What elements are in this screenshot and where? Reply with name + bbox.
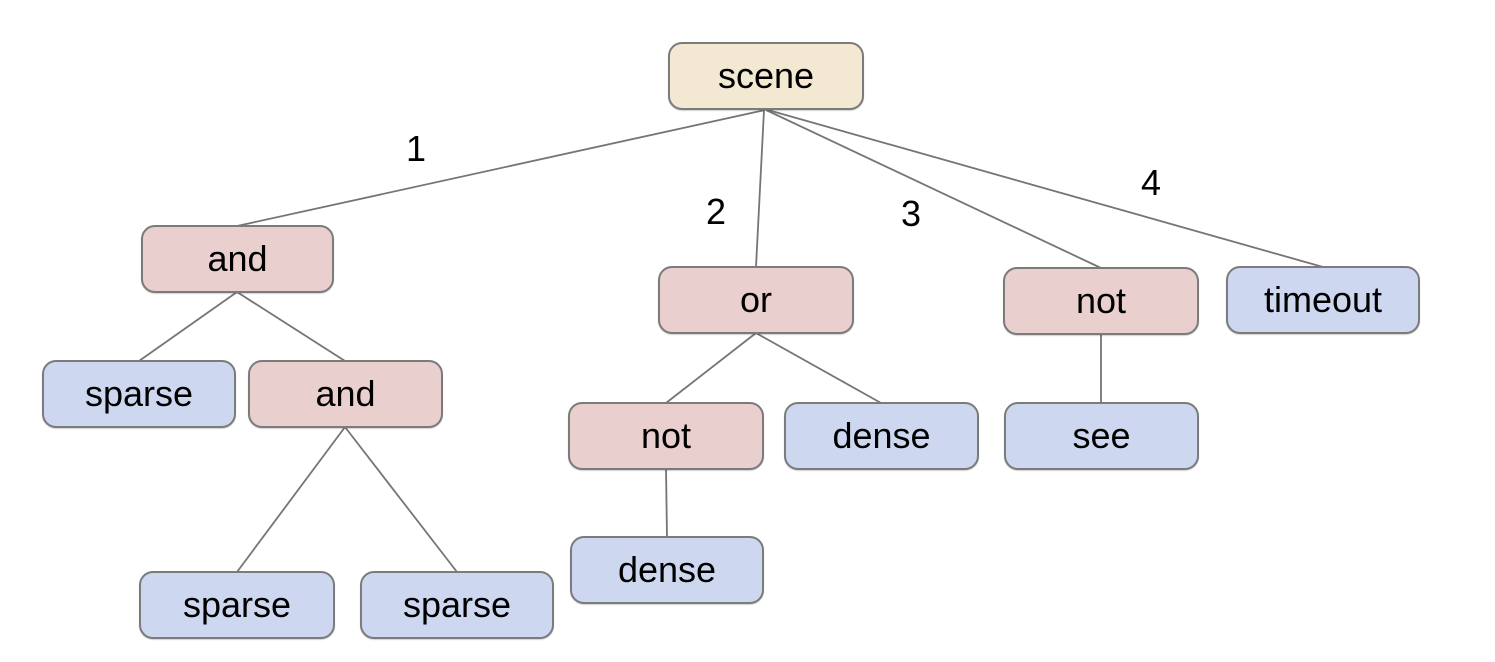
tree-node-or-1: or (658, 266, 854, 334)
tree-node-not-1: not (1003, 267, 1199, 335)
tree-node-and-1: and (141, 225, 334, 293)
tree-node-see: see (1004, 402, 1199, 470)
edge-label-1: 1 (405, 128, 427, 169)
edge-label-2: 2 (705, 191, 727, 232)
edge-and2-sparse3 (344, 426, 458, 573)
tree-node-sparse-1: sparse (42, 360, 236, 428)
edge-scene-or1 (755, 109, 765, 268)
edge-label-3: 3 (900, 193, 922, 234)
tree-node-dense-2: dense (570, 536, 764, 604)
edge-scene-not1 (765, 109, 1102, 269)
tree-node-dense-1: dense (784, 402, 979, 470)
edge-and1-and2 (236, 291, 346, 362)
tree-node-scene: scene (668, 42, 864, 110)
edge-scene-timeout1 (767, 109, 1324, 268)
edge-scene-and1 (236, 109, 766, 227)
edge-and1-sparse1 (138, 291, 238, 362)
edge-not2-dense2 (665, 468, 668, 538)
edge-label-4: 4 (1140, 162, 1162, 203)
edge-or1-dense1 (755, 332, 882, 404)
edge-or1-not2 (665, 332, 757, 404)
edge-and2-sparse2 (236, 426, 346, 573)
tree-node-and-2: and (248, 360, 443, 428)
tree-node-timeout: timeout (1226, 266, 1420, 334)
tree-node-not-2: not (568, 402, 764, 470)
tree-node-sparse-3: sparse (360, 571, 554, 639)
tree-node-sparse-2: sparse (139, 571, 335, 639)
